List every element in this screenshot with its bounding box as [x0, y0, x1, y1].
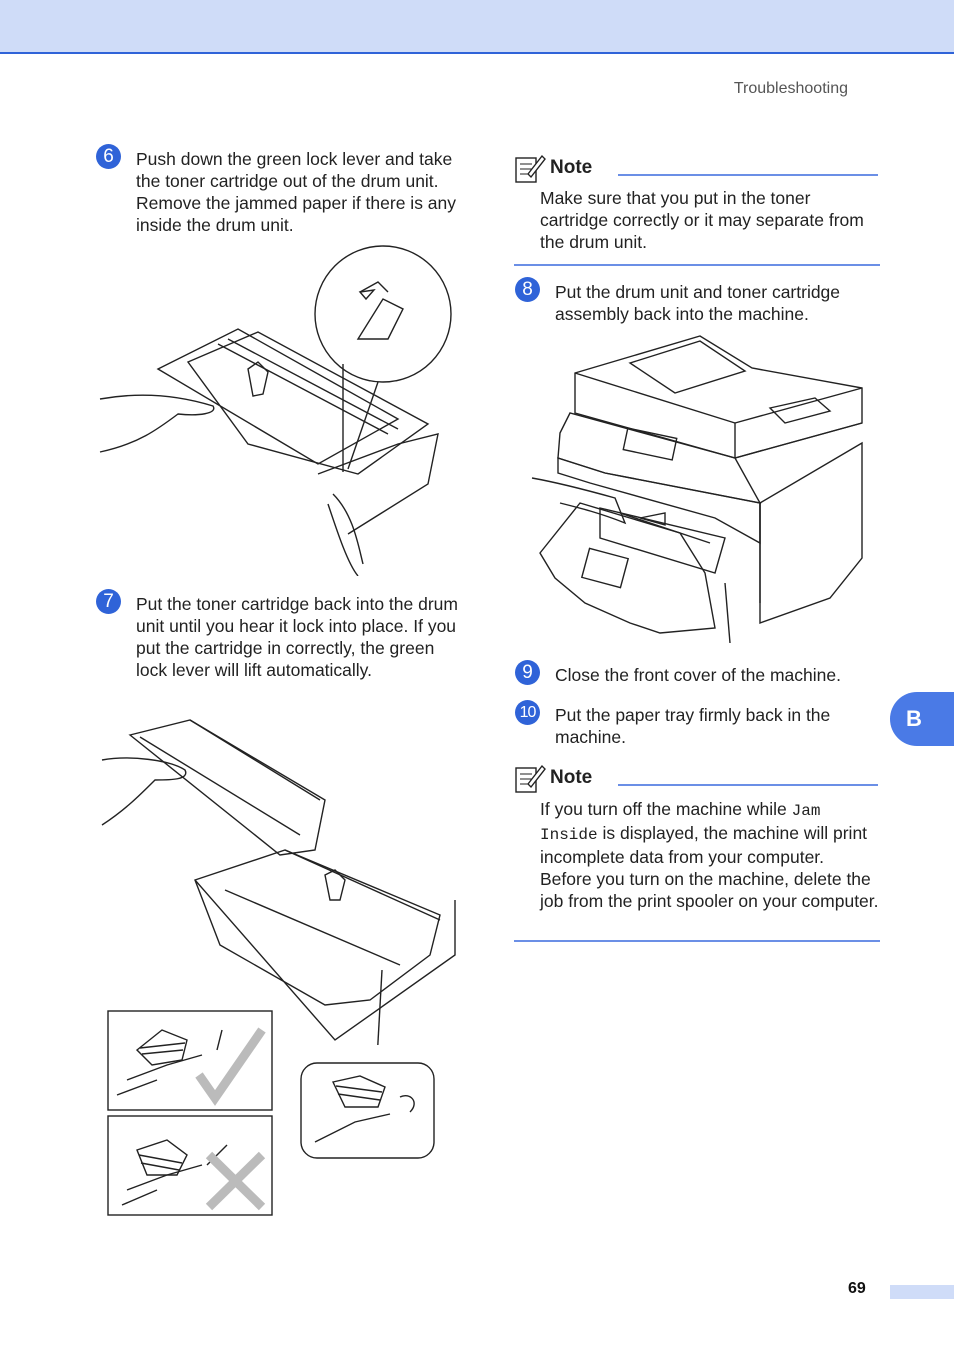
note-title: Note: [550, 767, 593, 788]
note-bottom-rule: [514, 940, 880, 942]
note-header: Note: [514, 762, 884, 798]
machine-illustration: [531, 335, 863, 644]
lever-incorrect-illustration: [107, 1115, 273, 1216]
page-number: 69: [848, 1280, 866, 1297]
note-box: Note If you turn off the machine while J…: [514, 762, 880, 946]
step-number-badge: 7: [96, 589, 121, 614]
step-number-badge: 8: [515, 277, 540, 302]
note-header: Note: [514, 152, 884, 188]
appendix-side-tab: B: [890, 692, 954, 746]
pencil-paper-icon: [515, 154, 546, 183]
note-box: Note Make sure that you put in the toner…: [514, 152, 880, 268]
step-text: Push down the green lock lever and take …: [136, 149, 457, 235]
lever-correct-illustration: [107, 1010, 273, 1111]
step-text: Put the paper tray firmly back in the ma…: [555, 705, 831, 747]
note-title: Note: [550, 157, 593, 178]
step-number-badge: 6: [96, 144, 121, 169]
step-text: Close the front cover of the machine.: [555, 665, 841, 685]
note-rule: [618, 174, 878, 176]
lever-detail-callout: [300, 1062, 435, 1159]
page-number-bar: [890, 1285, 954, 1299]
note-bottom-rule: [514, 264, 880, 266]
note-body: Make sure that you put in the toner cart…: [540, 188, 864, 252]
remove-toner-illustration: [99, 245, 452, 576]
note-body: If you turn off the machine while Jam In…: [540, 798, 880, 912]
step-text: Put the toner cartridge back into the dr…: [136, 594, 458, 680]
step-number-badge: 10: [515, 700, 540, 725]
checkmark-icon: [195, 1027, 266, 1106]
top-band: [0, 0, 954, 54]
page-header-title: Troubleshooting: [733, 80, 848, 97]
pencil-paper-icon: [515, 764, 546, 793]
cross-icon: [205, 1151, 266, 1211]
note-rule: [618, 784, 878, 786]
note-body-text: is displayed, the machine will print inc…: [540, 823, 879, 911]
step-number-badge: 9: [515, 660, 540, 685]
note-body-text: If you turn off the machine while: [540, 799, 792, 819]
step-text: Put the drum unit and toner cartridge as…: [555, 282, 841, 324]
insert-toner-illustration: [101, 719, 456, 1045]
lcd-message-code: Jam Inside: [540, 802, 821, 844]
